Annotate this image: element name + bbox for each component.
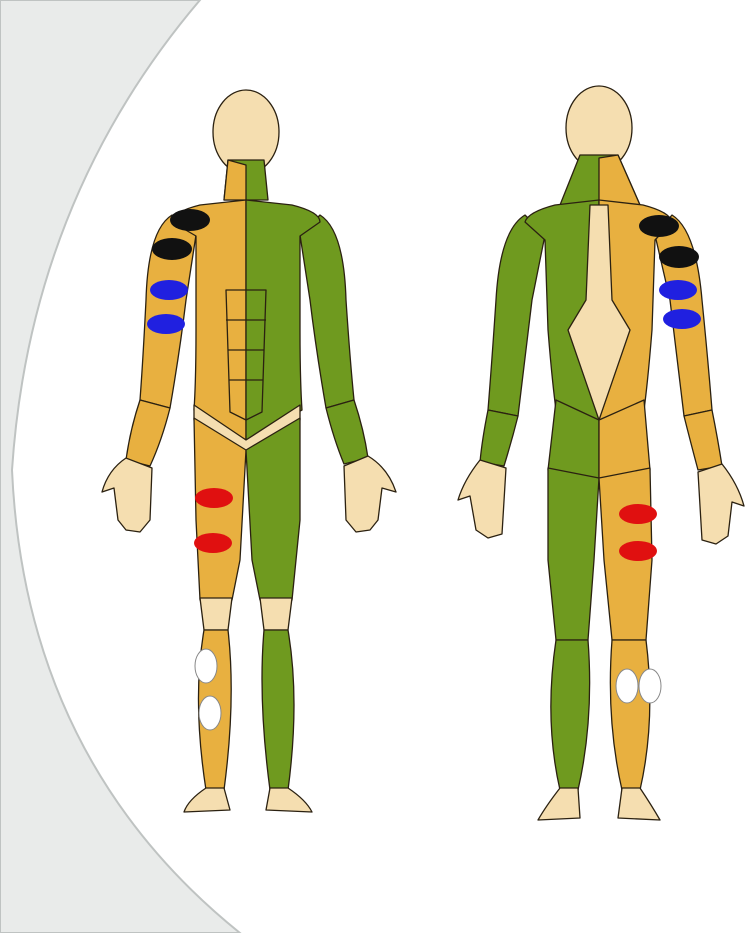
front-shin-marker-white (199, 696, 221, 730)
back-left-upper-arm (488, 215, 545, 416)
back-upper-arm-marker-blue (659, 280, 697, 300)
front-left-knee (200, 598, 232, 630)
back-left-hand (458, 460, 506, 538)
front-left-thigh (194, 418, 246, 600)
back-hamstring-marker-red (619, 504, 657, 524)
back-neck-right (599, 155, 640, 205)
back-calf-marker-white (639, 669, 661, 703)
back-left-forearm (480, 410, 518, 466)
front-abs-right (246, 290, 266, 420)
front-right-hand (344, 456, 396, 532)
back-left-thigh (548, 468, 599, 640)
front-right-shin (262, 630, 294, 790)
back-left-foot (538, 788, 580, 820)
front-right-knee (260, 598, 292, 630)
front-upper-arm-marker-blue (150, 280, 188, 300)
front-right-upper-arm (300, 215, 354, 408)
front-right-foot (266, 788, 312, 812)
front-shin-marker-white (195, 649, 217, 683)
back-upper-arm-marker-blue (663, 309, 701, 329)
front-left-foot (184, 788, 230, 812)
back-right-forearm (684, 410, 722, 470)
back-shoulder-marker-black (659, 246, 699, 268)
front-shoulder-marker-black (170, 209, 210, 231)
back-right-foot (618, 788, 660, 820)
back-right-hand (698, 464, 744, 544)
back-hamstring-marker-red (619, 541, 657, 561)
front-upper-arm-marker-blue (147, 314, 185, 334)
front-thigh-marker-red (195, 488, 233, 508)
front-right-thigh (246, 418, 300, 600)
front-shoulder-marker-black (152, 238, 192, 260)
back-left-calf (551, 640, 590, 790)
back-shoulder-marker-black (639, 215, 679, 237)
front-view-figure (102, 90, 396, 812)
front-abs-left (226, 290, 246, 420)
back-calf-marker-white (616, 669, 638, 703)
front-right-forearm (326, 400, 368, 464)
back-right-calf (610, 640, 649, 790)
back-view-figure (458, 86, 744, 820)
front-left-hand (102, 458, 152, 532)
front-neck-left (224, 160, 246, 200)
front-left-forearm (126, 400, 170, 466)
front-thigh-marker-red (194, 533, 232, 553)
